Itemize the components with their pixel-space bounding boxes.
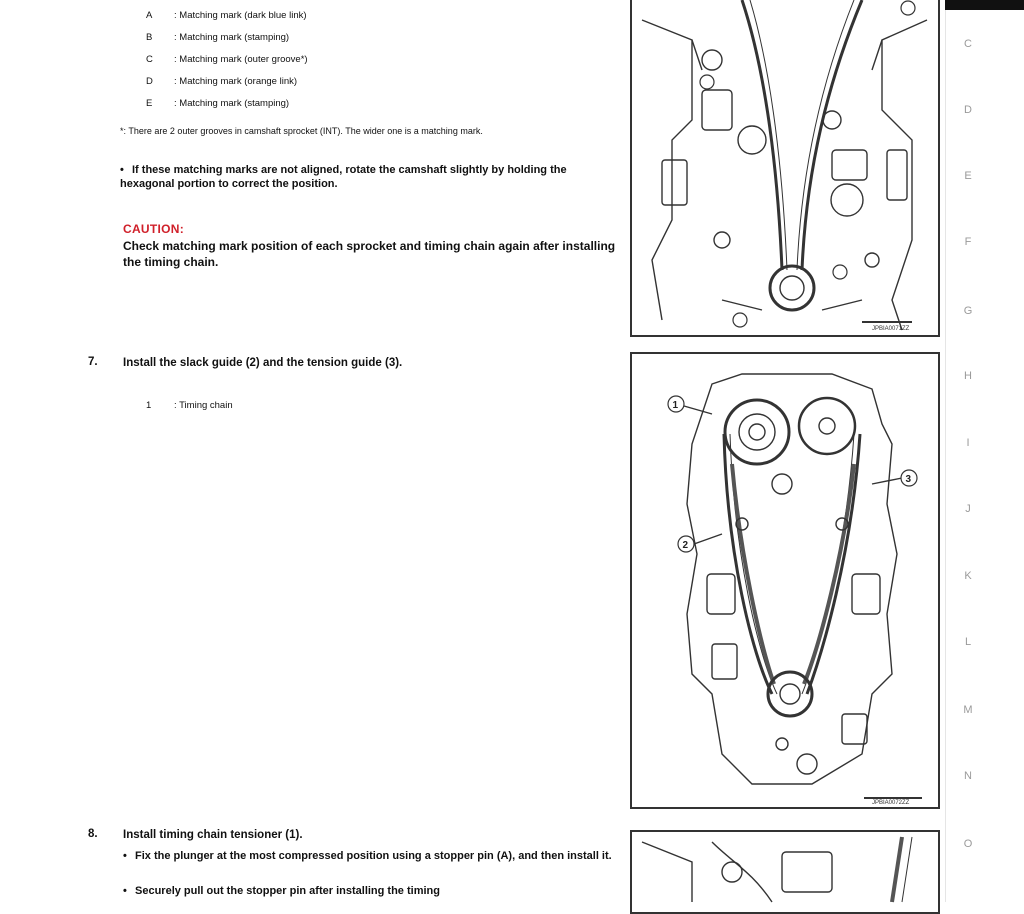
- sidebar-letter-d[interactable]: D: [964, 104, 972, 116]
- figure-slack-tension-guide: 1 3 2 JPBIA0072ZZ: [630, 352, 940, 809]
- sidebar-letter-l[interactable]: L: [964, 636, 972, 648]
- sidebar-letter-o[interactable]: O: [963, 838, 973, 850]
- figure-timing-chain-marks: JPBIA0071ZZ: [630, 0, 940, 337]
- sidebar-divider: [945, 10, 946, 902]
- section-tab: [945, 0, 1024, 10]
- footnote: *: There are 2 outer grooves in camshaft…: [120, 126, 483, 136]
- bullet-align: •If these matching marks are not aligned…: [120, 164, 567, 190]
- legend-item-b: B: Matching mark (stamping): [146, 32, 290, 43]
- sidebar-letter-h[interactable]: H: [964, 370, 972, 382]
- sidebar-letter-m[interactable]: M: [963, 704, 973, 716]
- legend-item-c: C: Matching mark (outer groove*): [146, 54, 308, 65]
- step-7-text: Install the slack guide (2) and the tens…: [123, 357, 403, 369]
- engine-diagram-2: 1 3 2 JPBIA0072ZZ: [667, 373, 922, 806]
- sidebar-letter-c[interactable]: C: [964, 38, 972, 50]
- legend-item-d: D: Matching mark (orange link): [146, 76, 298, 87]
- sidebar-letter-f[interactable]: F: [964, 236, 972, 248]
- step-8-bullet-2: •Securely pull out the stopper pin after…: [123, 885, 440, 897]
- callout-2: 2: [683, 540, 689, 551]
- sidebar-letter-j[interactable]: J: [965, 503, 971, 515]
- figure-tensioner: [630, 830, 940, 914]
- caution-text: Check matching mark position of each spr…: [123, 239, 616, 269]
- sidebar-letter-i[interactable]: I: [966, 437, 970, 449]
- step-8-text: Install timing chain tensioner (1).: [123, 829, 303, 841]
- sidebar-letter-n[interactable]: N: [964, 770, 972, 782]
- step-7-number: 7.: [88, 356, 98, 368]
- sidebar-letter-k[interactable]: K: [964, 570, 972, 582]
- callout-3: 3: [906, 474, 912, 485]
- step-7-legend: 1: Timing chain: [146, 400, 233, 411]
- engine-diagram-1: JPBIA0071ZZ: [641, 0, 928, 332]
- step-8-bullet-1: •Fix the plunger at the most compressed …: [123, 850, 612, 862]
- figure-1-code: JPBIA0071ZZ: [872, 326, 910, 332]
- step-8-number: 8.: [88, 828, 98, 840]
- legend-item-e: E: Matching mark (stamping): [146, 98, 290, 109]
- callout-1: 1: [673, 400, 679, 411]
- sidebar-letter-g[interactable]: G: [963, 305, 973, 317]
- sidebar-letter-e[interactable]: E: [964, 170, 972, 182]
- engine-diagram-3: [641, 836, 913, 903]
- legend-item-a: A: Matching mark (dark blue link): [146, 10, 307, 21]
- figure-2-code: JPBIA0072ZZ: [872, 800, 910, 806]
- caution-label: CAUTION:: [123, 222, 185, 236]
